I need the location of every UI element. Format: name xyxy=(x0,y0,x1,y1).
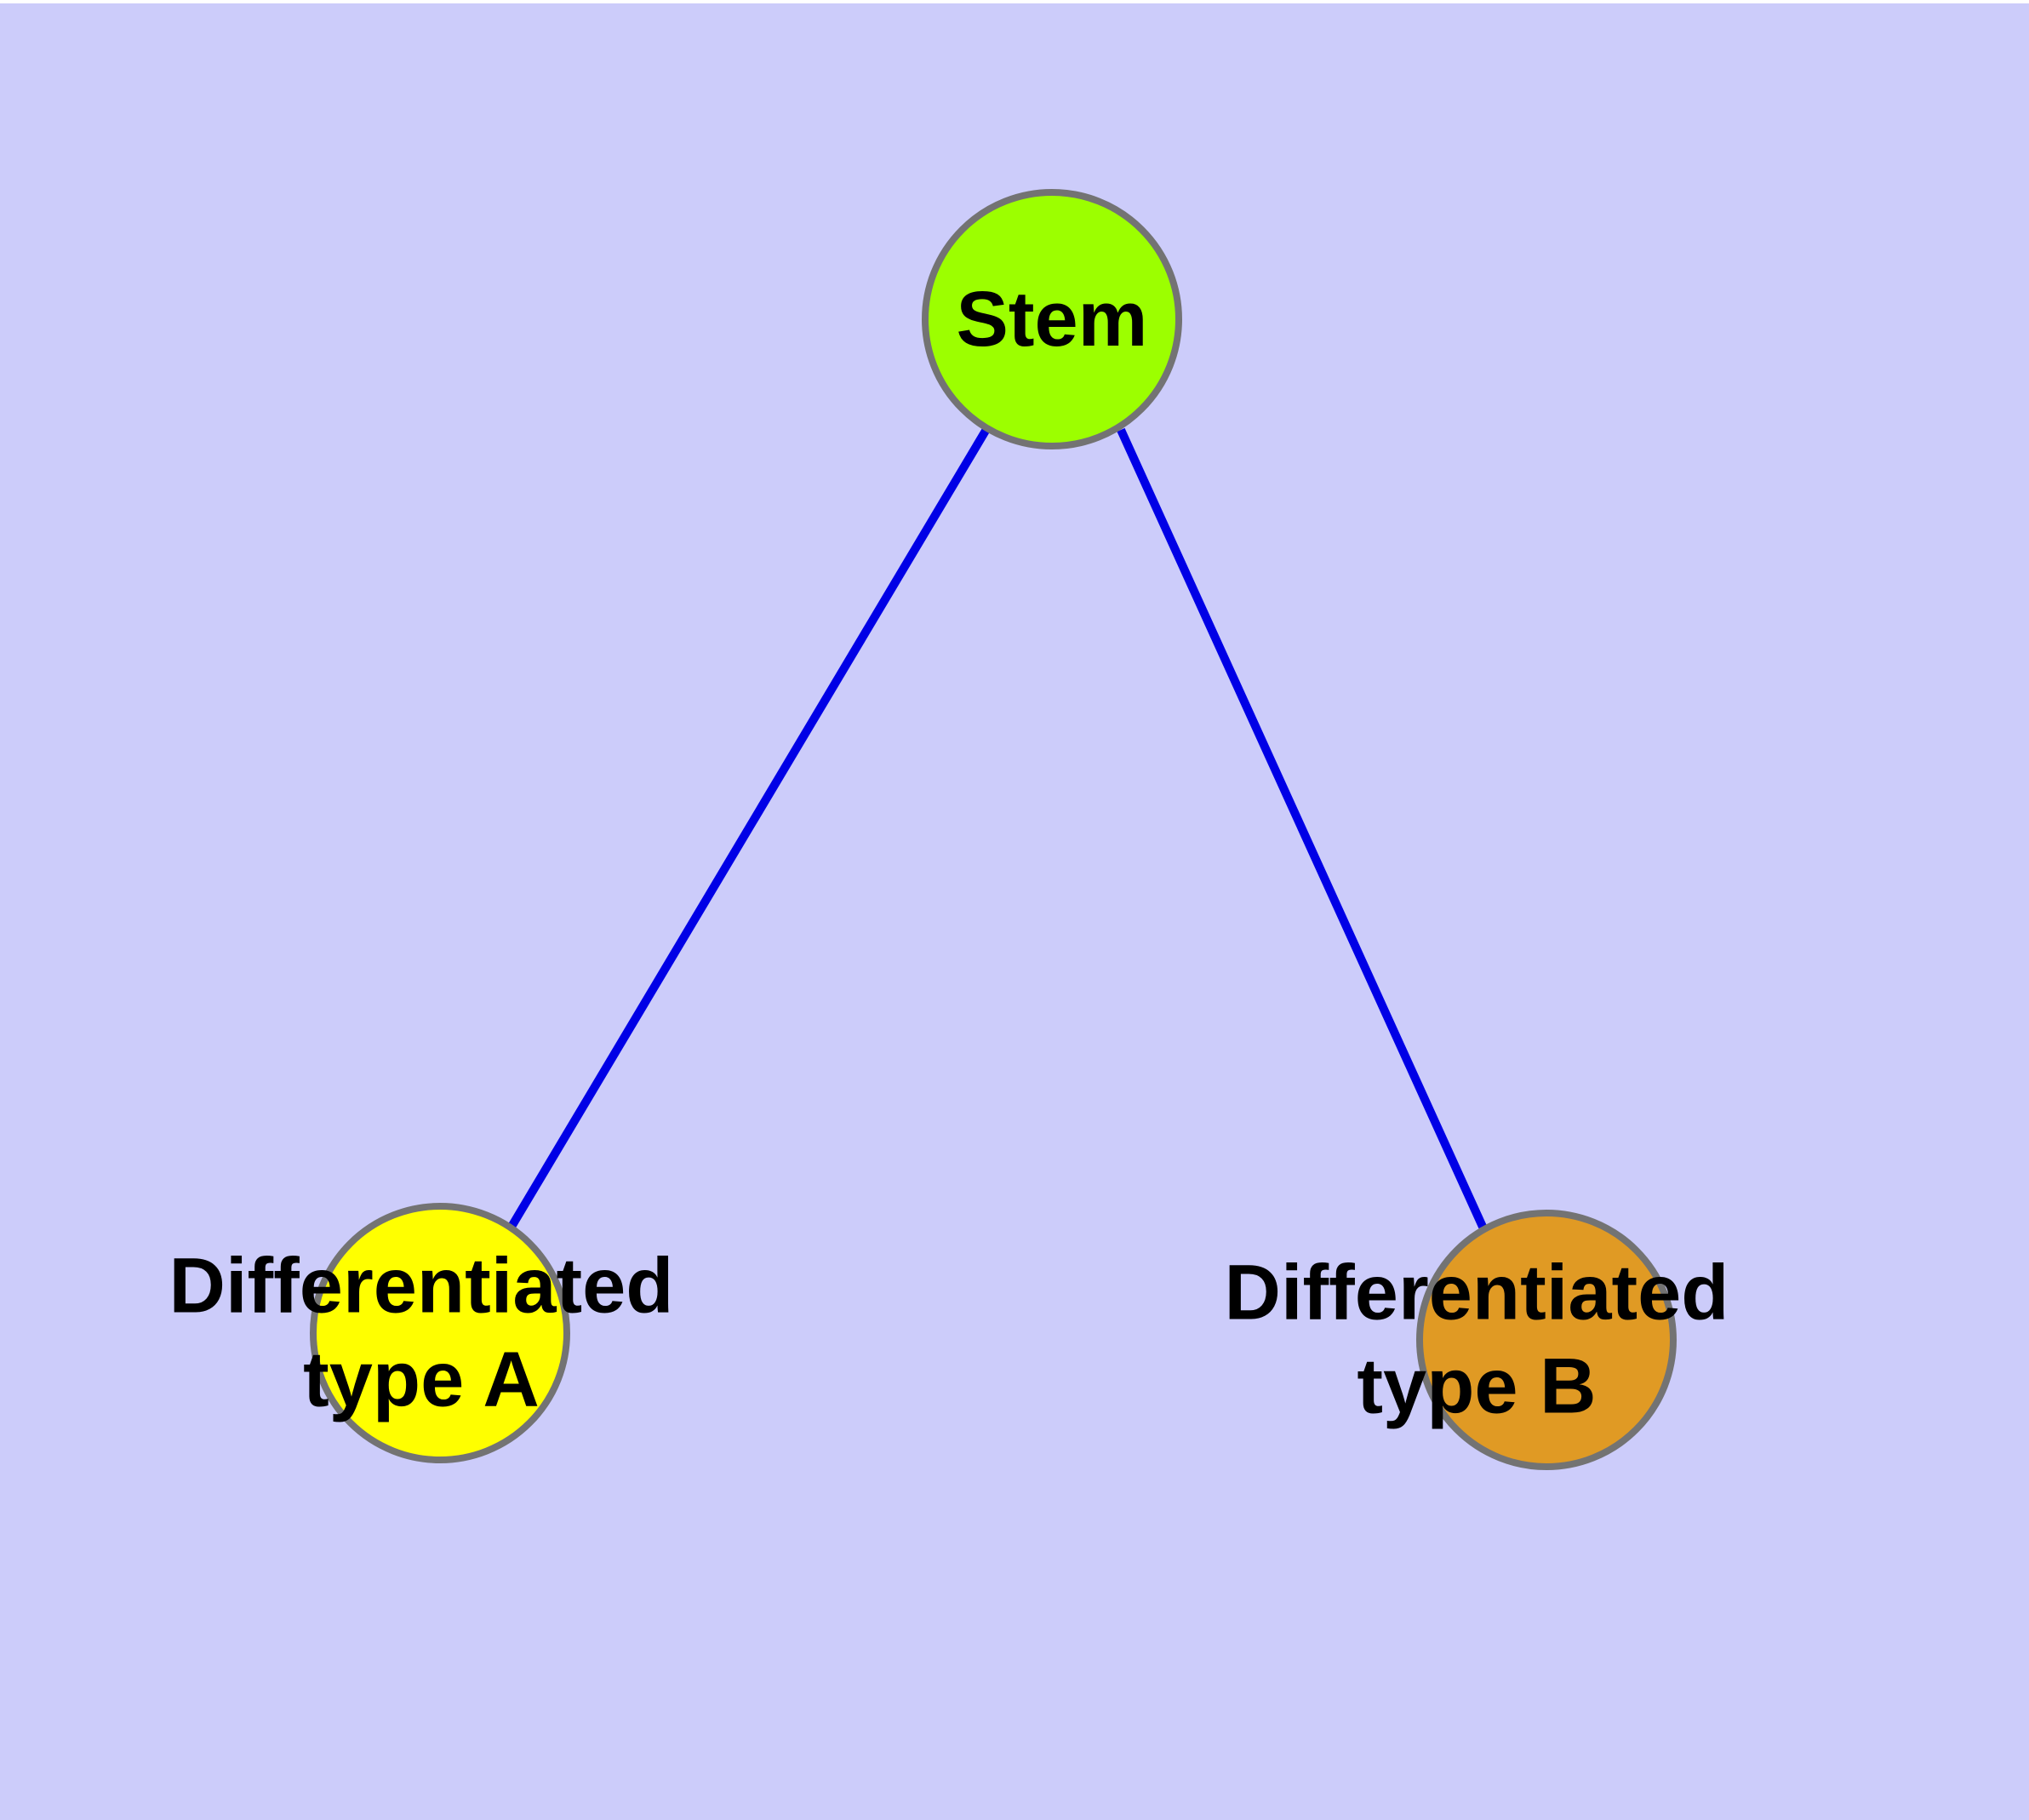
node-stem[interactable] xyxy=(922,189,1182,449)
edge-stem-diff-a[interactable] xyxy=(507,428,990,1229)
node-diff-a[interactable] xyxy=(310,1203,570,1463)
node-layer xyxy=(310,189,1677,1470)
edge-stem-diff-b[interactable] xyxy=(1117,427,1487,1229)
edge-layer xyxy=(507,427,1487,1229)
node-diff-b[interactable] xyxy=(1416,1210,1677,1470)
